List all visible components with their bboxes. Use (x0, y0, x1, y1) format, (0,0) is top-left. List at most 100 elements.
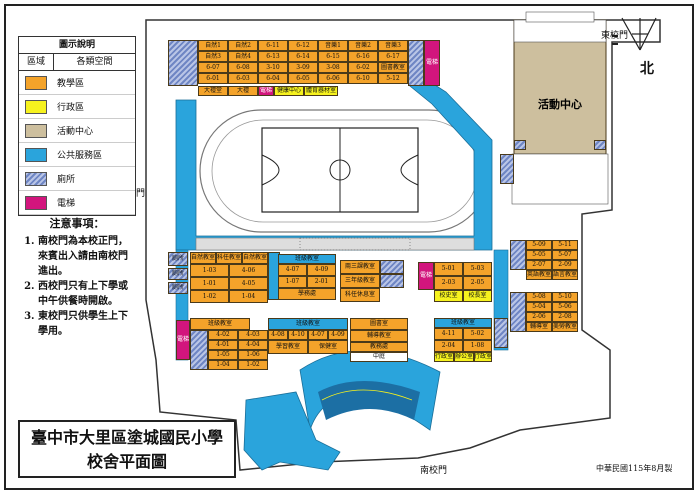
admin-room: 兩三課教室 (340, 260, 380, 274)
classroom: 5-02 (463, 328, 492, 340)
map-title: 臺中市大里區塗城國民小學 校舍平面圖 (18, 420, 236, 478)
classroom: 5-10 (552, 292, 578, 302)
elevator-east: 電梯 (418, 262, 434, 290)
wc-activity-1 (514, 140, 526, 150)
classroom: 1-07 (278, 276, 307, 288)
wc-activity-2 (594, 140, 606, 150)
health-center: 健康中心 (274, 86, 304, 96)
classroom: 6-13 (258, 51, 288, 62)
classroom: 2-07 (526, 260, 552, 270)
legend-swatch (25, 123, 47, 138)
classroom: 6-03 (228, 73, 258, 84)
classroom: 5-12 (378, 73, 408, 84)
wc-center-1 (380, 260, 404, 274)
legend-item: 教學區 (19, 71, 135, 95)
legend-label: 廁所 (57, 175, 76, 185)
classroom: 1-04 (208, 360, 238, 370)
classroom: 3-09 (288, 62, 318, 73)
wc-north-east (408, 40, 424, 86)
admin-room-3: 科任休息室 (340, 288, 380, 302)
classroom: 4-11 (434, 328, 463, 340)
wc-east-1 (494, 318, 508, 348)
wc-north-west (168, 40, 198, 86)
art-room: 美勞教室 (552, 322, 578, 332)
classroom: 4-07 (308, 330, 328, 340)
classroom: 6-07 (198, 62, 228, 73)
legend-item: 活動中心 (19, 119, 135, 143)
classroom: 4-09 (307, 264, 336, 276)
classroom: 1-08 (463, 340, 492, 352)
admin-office: 行政室 (434, 352, 454, 362)
classroom: 4-02 (208, 330, 238, 340)
classroom: 5-09 (526, 240, 552, 250)
compass-north: 北 (640, 61, 654, 77)
wc-west-3: 廁所 (168, 282, 188, 294)
classroom: 自然2 (228, 40, 258, 51)
classroom: 5-11 (552, 240, 578, 250)
classroom: 音樂2 (348, 40, 378, 51)
map-frame (4, 4, 694, 490)
office: 辦公室 (454, 352, 474, 362)
activity-center-bg (513, 19, 607, 155)
counseling-room: 輔導教室 (350, 330, 408, 342)
map-legend: 圖示說明 區域 各類空間 教學區行政區活動中心公共服務區廁所電梯 (18, 36, 136, 216)
courtyard: 中庭 (350, 352, 408, 362)
legend-label: 教學區 (57, 79, 85, 89)
elevator-north: 電梯 (424, 40, 440, 86)
classroom: 1-04 (229, 290, 268, 303)
wc-east-3 (510, 292, 526, 332)
legend-swatch (25, 195, 47, 210)
classroom: 6-12 (288, 40, 318, 51)
library: 圖書室 (350, 318, 408, 330)
classroom: 4-10 (288, 330, 308, 340)
classroom: 4-08 (268, 330, 288, 340)
legend-label: 活動中心 (57, 127, 94, 137)
classroom: 5-06 (552, 302, 578, 312)
classroom: 4-07 (278, 264, 307, 276)
map-title-line1: 臺中市大里區塗城國民小學 (30, 428, 223, 447)
classroom: 3-10 (258, 62, 288, 73)
classroom: 5-03 (463, 262, 492, 276)
class-block-header-3: 班級教室 (278, 254, 336, 264)
wc-center-2 (380, 274, 404, 288)
classroom: 4-01 (208, 340, 238, 350)
legend-header-area: 區域 (19, 54, 54, 70)
admin-room-2: 三年級教室 (340, 274, 380, 288)
auditorium: 大禮堂 (198, 86, 228, 96)
classroom: 音樂1 (318, 40, 348, 51)
legend-label: 電梯 (57, 199, 76, 209)
classroom: 6-15 (318, 51, 348, 62)
classroom: 6-16 (348, 51, 378, 62)
elevator-west: 電梯 (176, 320, 190, 360)
classroom: 2-04 (434, 340, 463, 352)
legend-item: 公共服務區 (19, 143, 135, 167)
legend-swatch (25, 99, 47, 114)
elevator-north-2: 電梯 (258, 86, 274, 96)
classroom: 5-07 (552, 250, 578, 260)
wc-east-4 (500, 154, 514, 184)
legend-item: 廁所 (19, 167, 135, 191)
legend-item: 行政區 (19, 95, 135, 119)
corridor-loop (175, 77, 493, 251)
science-room-2: 自然教室 (242, 252, 268, 264)
legend-title: 圖示說明 (19, 37, 135, 54)
south-pond (243, 391, 341, 471)
classroom: 1-06 (238, 350, 268, 360)
class-block-header-4: 班級教室 (434, 318, 492, 328)
classroom: 1-01 (190, 277, 229, 290)
classroom: 6-11 (258, 40, 288, 51)
classroom: 2-05 (463, 276, 492, 290)
wc-west-4 (190, 330, 208, 370)
classroom: 4-09 (328, 330, 348, 340)
classroom: 5-04 (526, 302, 552, 312)
note-item: 西校門只有上下學或中午供餐時開啟。 (38, 279, 136, 309)
classroom: 4-06 (229, 264, 268, 277)
stairs-north (195, 237, 475, 251)
auditorium-2: 大禮 (228, 86, 258, 96)
history-room: 校史室 (434, 290, 463, 302)
wc-west-2: 廁所 (168, 268, 188, 280)
classroom: 2-01 (307, 276, 336, 288)
legend-header: 區域 各類空間 (19, 54, 135, 71)
classroom: 1-05 (208, 350, 238, 360)
